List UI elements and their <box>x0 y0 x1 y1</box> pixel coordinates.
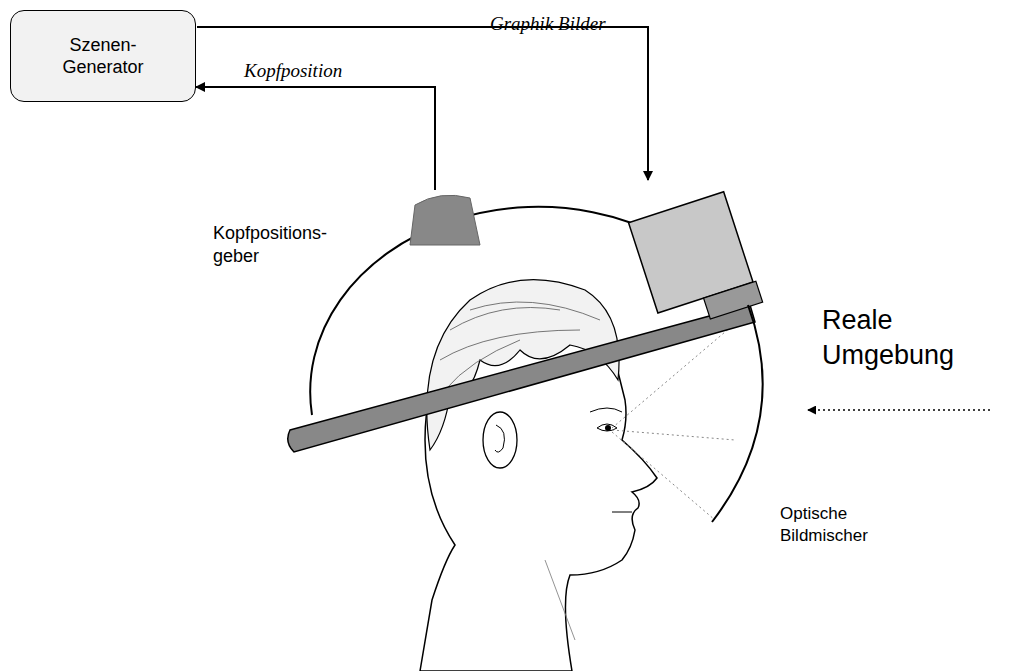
signal-label: Kopfposition <box>244 60 342 82</box>
pupil <box>605 425 611 431</box>
signal-arrow <box>196 87 435 190</box>
headband <box>288 305 755 452</box>
ear <box>483 412 517 468</box>
ear-inner <box>495 425 504 452</box>
part-label: Optische Bildmischer <box>780 503 880 547</box>
box-label: Szenen- Generator <box>43 34 163 79</box>
real-world-arrow <box>808 409 990 411</box>
optical-combiner <box>712 305 763 522</box>
head-tracker <box>410 195 480 245</box>
mouth <box>612 512 632 513</box>
part-label: Kopfpositions- geber <box>213 222 363 267</box>
neck-line <box>545 560 575 640</box>
sensor-label-area: Kopfpositions- geber <box>205 190 485 290</box>
display-unit <box>629 191 763 334</box>
graphics-arrow <box>197 27 648 180</box>
signal-label: Graphik Bilder <box>490 12 640 37</box>
eyebrow <box>590 408 622 412</box>
environment-label: Reale Umgebung <box>822 303 1012 373</box>
process-box: Szenen- Generator <box>10 10 196 102</box>
